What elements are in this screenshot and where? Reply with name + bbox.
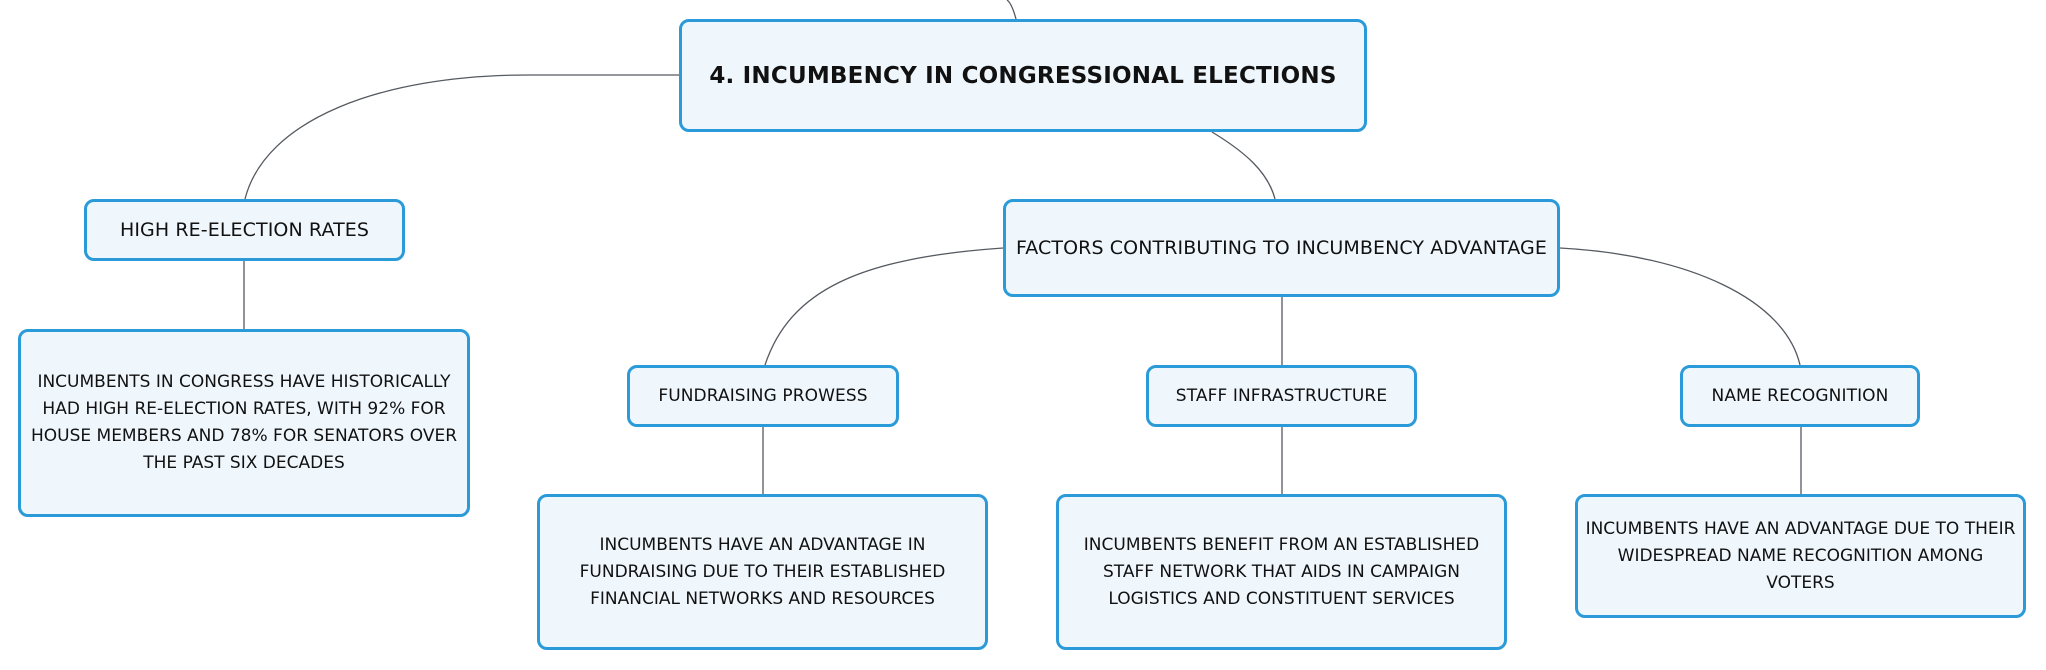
connector-factors-to-name-recognition [1559,247,1801,366]
detail-node-fundraising-prowess[interactable]: INCUMBENTS HAVE AN ADVANTAGE IN FUNDRAIS… [537,494,988,650]
detail-node-staff-infrastructure[interactable]: INCUMBENTS BENEFIT FROM AN ESTABLISHED S… [1056,494,1507,650]
subtopic-node-label: FUNDRAISING PROWESS [658,386,868,406]
subtopic-node-label: STAFF INFRASTRUCTURE [1175,386,1388,406]
topic-node-label: HIGH RE-ELECTION RATES [119,219,370,241]
subtopic-node-staff-infrastructure[interactable]: STAFF INFRASTRUCTURE [1146,365,1417,427]
connector-root-to-high-reelection [244,74,679,200]
topic-node-high-reelection-rates[interactable]: HIGH RE-ELECTION RATES [84,199,405,261]
topic-node-label: FACTORS CONTRIBUTING TO INCUMBENCY ADVAN… [1016,237,1547,259]
subtopic-node-label: NAME RECOGNITION [1711,386,1889,406]
detail-node-name-recognition[interactable]: INCUMBENTS HAVE AN ADVANTAGE DUE TO THEI… [1575,494,2026,618]
subtopic-node-name-recognition[interactable]: NAME RECOGNITION [1680,365,1920,427]
connector-factors-to-fundraising [764,247,1004,366]
root-node-label: 4. INCUMBENCY IN CONGRESSIONAL ELECTIONS [709,62,1337,89]
detail-node-high-reelection-rates[interactable]: INCUMBENTS IN CONGRESS HAVE HISTORICALLY… [18,329,470,517]
detail-node-text: INCUMBENTS BENEFIT FROM AN ESTABLISHED S… [1083,534,1480,609]
topic-node-factors-incumbency-advantage[interactable]: FACTORS CONTRIBUTING TO INCUMBENCY ADVAN… [1003,199,1560,297]
detail-node-text: INCUMBENTS IN CONGRESS HAVE HISTORICALLY… [30,372,458,473]
connector-root-to-factors [1211,131,1276,200]
connector-root-to-parent [1006,0,1017,20]
detail-node-text: INCUMBENTS HAVE AN ADVANTAGE DUE TO THEI… [1585,518,2016,593]
root-node[interactable]: 4. INCUMBENCY IN CONGRESSIONAL ELECTIONS [679,19,1367,132]
subtopic-node-fundraising-prowess[interactable]: FUNDRAISING PROWESS [627,365,899,427]
detail-node-text: INCUMBENTS HAVE AN ADVANTAGE IN FUNDRAIS… [579,534,946,609]
